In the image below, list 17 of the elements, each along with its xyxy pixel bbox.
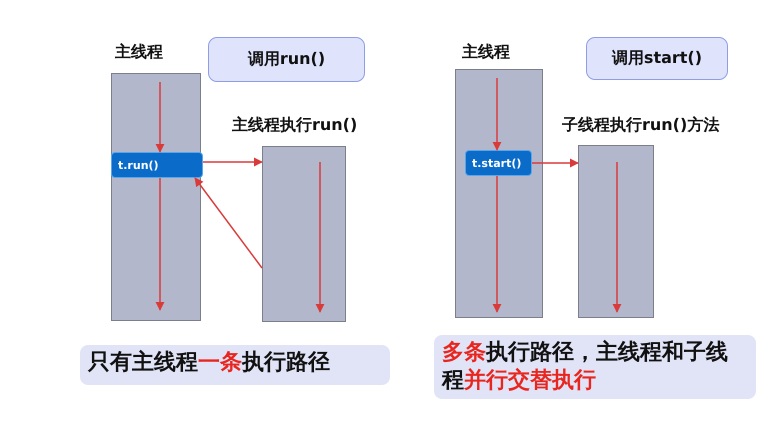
method-call-box: t.run() xyxy=(111,152,203,178)
call-box: 调用start() xyxy=(586,37,728,80)
arrow xyxy=(532,158,579,168)
arrow xyxy=(492,78,502,151)
note-box: 只有主线程一条执行路径 xyxy=(80,345,390,385)
arrow xyxy=(492,176,502,313)
call-box: 调用run() xyxy=(208,37,365,82)
thread-label: 子线程执行run()方法 xyxy=(562,115,720,136)
note-box: 多条执行路径，主线程和子线程并行交替执行 xyxy=(434,335,756,399)
arrow xyxy=(156,178,164,311)
thread-label: 主线程执行run() xyxy=(232,115,358,136)
method-call-box: t.start() xyxy=(465,150,532,176)
arrow xyxy=(203,158,263,166)
thread-label: 主线程 xyxy=(462,42,510,63)
arrow xyxy=(156,82,164,153)
arrow xyxy=(194,177,263,268)
thread-label: 主线程 xyxy=(115,42,163,63)
